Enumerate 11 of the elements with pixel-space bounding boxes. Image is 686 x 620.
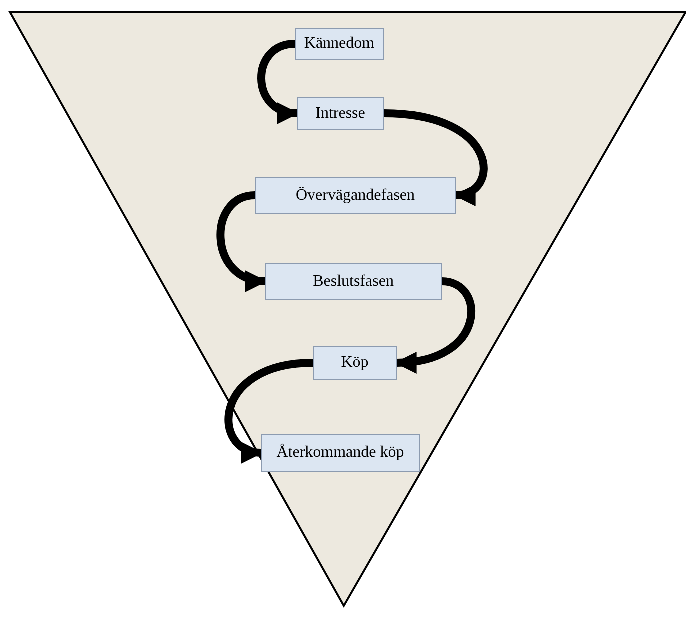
stage-box: Köp <box>313 346 397 380</box>
stage-box: Återkommande köp <box>261 434 420 472</box>
stage-box: Intresse <box>297 97 384 130</box>
curved-arrow <box>258 40 300 122</box>
curved-arrow <box>384 110 488 204</box>
curved-arrow <box>216 192 268 290</box>
funnel-triangle <box>10 12 686 606</box>
stage-box: Kännedom <box>295 28 384 60</box>
stage-box: Övervägandefasen <box>255 177 456 214</box>
curved-arrow <box>224 359 314 461</box>
stage-box: Beslutsfasen <box>265 263 442 300</box>
